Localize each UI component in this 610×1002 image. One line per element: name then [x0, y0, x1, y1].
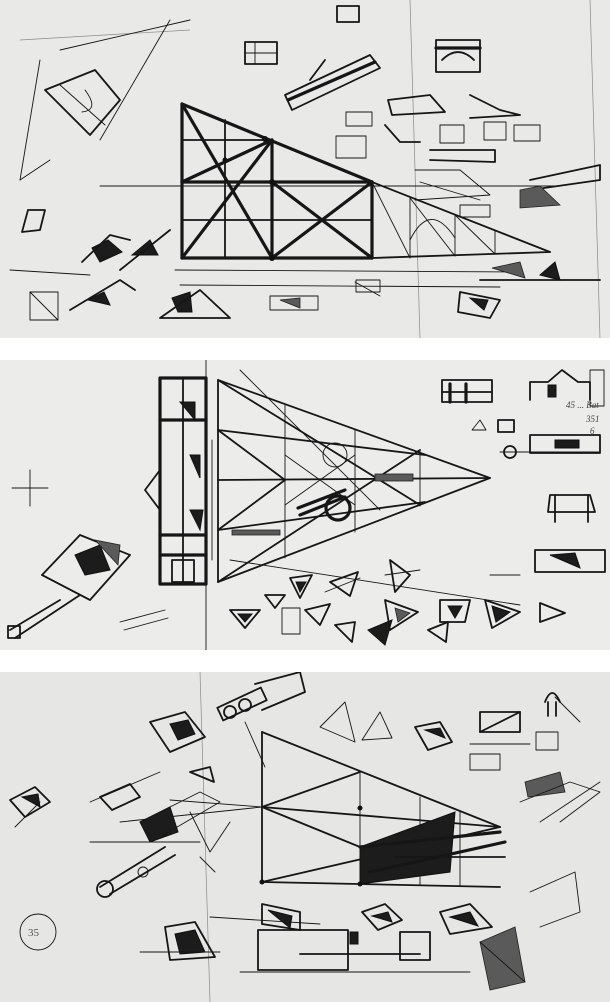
sketch-sheet-1 [0, 0, 610, 338]
small-perspective-sketches-left [9, 209, 381, 321]
elevation-sketches-bottom [139, 871, 581, 991]
main-truss-elevation [99, 102, 561, 288]
perspective-sketches-left [9, 766, 231, 898]
circled-stamp: 35 [19, 913, 57, 951]
annotation-351: 351 [585, 414, 600, 424]
stamp-number: 35 [28, 927, 40, 939]
triangle-perspective-drawing [119, 731, 507, 888]
truss-detail-sketches [244, 5, 601, 319]
section-column-sketch [144, 360, 213, 650]
sketch-sheet-2: 45 ... Bat 351 6 [0, 360, 610, 650]
crosshair-mark [11, 469, 49, 507]
perspective-sketches-upper [149, 672, 601, 823]
detail-sketches-right: 45 ... Bat 351 6 [441, 369, 606, 576]
annotation-6: 6 [590, 426, 595, 436]
annotation-bat: 45 ... Bat [566, 400, 599, 410]
sketch-sheet-3: 35 [0, 672, 610, 1002]
triangle-study-row [229, 559, 566, 646]
perspective-massing-sketch [7, 534, 169, 639]
perspective-box-sketch [19, 19, 191, 181]
sketch-sheet-3-drawing: 35 [9, 672, 601, 1002]
triangular-plan-drawing [217, 369, 521, 606]
sketch-sheet-1-drawing [9, 0, 601, 338]
sketch-sheet-2-drawing: 45 ... Bat 351 6 [7, 360, 606, 650]
